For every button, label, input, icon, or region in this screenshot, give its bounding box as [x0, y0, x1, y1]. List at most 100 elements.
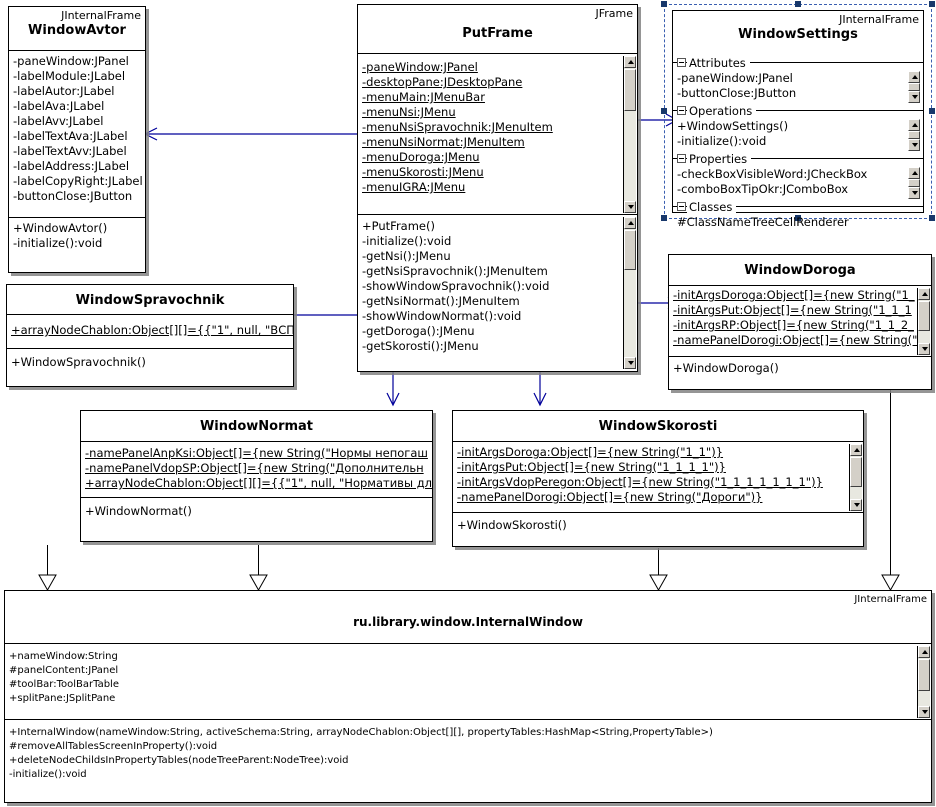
class-box-put-frame[interactable]: JFrame PutFrame -paneWindow:JPanel -desk…	[357, 4, 638, 372]
attribute-row: -desktopPane:JDesktopPane	[362, 75, 523, 89]
scrollbar-thumb[interactable]	[918, 659, 930, 691]
class-header-window-settings: JInternalFrame WindowSettings	[673, 11, 923, 55]
collapse-toggle-icon[interactable]	[677, 106, 686, 115]
class-header-window-skorosti: WindowSkorosti	[453, 411, 863, 442]
attributes-scrollbar-internal-window[interactable]	[917, 646, 930, 718]
attribute-row: -menuIGRA:JMenu	[362, 180, 466, 194]
group-label: Operations	[687, 103, 757, 119]
scroll-down-icon[interactable]	[624, 201, 636, 213]
dep-arrow-avtor	[143, 127, 158, 141]
group-header-classes[interactable]: Classes	[673, 199, 923, 215]
operation-row: -showWindowNormat():void	[362, 309, 522, 323]
scroll-up-icon[interactable]	[850, 444, 862, 456]
operation-row: -getDoroga():JMenu	[362, 324, 475, 338]
operation-row: #removeAllTablesScreenInProperty():void	[9, 741, 218, 752]
class-box-internal-window[interactable]: JInternalFrame ru.library.window.Interna…	[4, 590, 932, 803]
scroll-up-icon[interactable]	[908, 167, 920, 179]
attributes-scrollbar-window-doroga[interactable]	[917, 288, 930, 355]
scrollbar-thumb[interactable]	[908, 131, 920, 139]
class-box-window-avtor[interactable]: JInternalFrame WindowAvtor -paneWindow:J…	[8, 6, 146, 273]
class-box-window-settings[interactable]: JInternalFrame WindowSettings Attributes…	[672, 10, 924, 229]
attribute-row: -initArgsRP:Object[]={new String("1_1_2_	[673, 318, 914, 332]
class-box-window-doroga[interactable]: WindowDoroga -initArgsDoroga:Object[]={n…	[668, 254, 932, 390]
group-header-operations[interactable]: Operations	[673, 103, 923, 119]
attribute-row: -menuSkorosti:JMenu	[362, 165, 484, 179]
operation-row: -initialize():void	[677, 134, 767, 148]
scrollbar-thumb[interactable]	[908, 83, 920, 91]
attribute-row: -menuNsi:JMenu	[362, 105, 456, 119]
class-name-label: WindowSettings	[738, 27, 858, 42]
attributes-scrollbar-put-frame[interactable]	[623, 56, 636, 213]
selection-handle-w[interactable]	[661, 108, 667, 114]
scroll-down-icon[interactable]	[918, 343, 930, 355]
attribute-row: -menuDoroga:JMenu	[362, 150, 480, 164]
operation-row: -initialize():void	[362, 234, 452, 248]
scroll-up-icon[interactable]	[918, 646, 930, 658]
class-box-window-skorosti[interactable]: WindowSkorosti -initArgsDoroga:Object[]=…	[452, 410, 864, 547]
classes-compartment-window-settings: #ClassNameTreeCellRenderer	[673, 215, 923, 233]
operation-row: +WindowNormat()	[85, 504, 192, 518]
attributes-compartment-window-doroga: -initArgsDoroga:Object[]={new String("1_…	[669, 286, 931, 357]
operation-row: +WindowAvtor()	[13, 221, 108, 235]
operations-scrollbar-put-frame[interactable]	[623, 217, 636, 369]
scroll-up-icon[interactable]	[918, 288, 930, 300]
operation-row: +WindowDoroga()	[673, 361, 779, 375]
attribute-row: -labelAvv:JLabel	[13, 114, 104, 128]
class-box-window-normat[interactable]: WindowNormat -namePanelAnpKsi:Object[]={…	[80, 410, 433, 542]
scroll-down-icon[interactable]	[624, 357, 636, 369]
scrollbar-thumb[interactable]	[850, 457, 862, 487]
attribute-row: -namePanelAnpKsi:Object[]={new String("Н…	[85, 446, 428, 460]
attribute-row: -namePanelDorogi:Object[]={new String("Д…	[457, 490, 763, 504]
selection-handle-s[interactable]	[795, 215, 801, 221]
attributes-compartment-window-avtor: -paneWindow:JPanel -labelModule:JLabel -…	[9, 51, 145, 218]
generalization-line-doroga	[890, 390, 891, 575]
class-header-window-doroga: WindowDoroga	[669, 255, 931, 286]
class-name-label: WindowNormat	[199, 419, 314, 434]
property-row: -checkBoxVisibleWord:JCheckBox	[677, 167, 868, 181]
scrollbar-thumb[interactable]	[624, 69, 636, 111]
scroll-down-icon[interactable]	[908, 139, 920, 151]
scroll-up-icon[interactable]	[624, 56, 636, 68]
attributes-compartment-window-normat: -namePanelAnpKsi:Object[]={new String("Н…	[81, 442, 432, 498]
operations-compartment-window-settings: +WindowSettings() -initialize():void	[673, 119, 923, 151]
scroll-up-icon[interactable]	[908, 71, 920, 83]
group-header-attributes[interactable]: Attributes	[673, 55, 923, 71]
group-header-properties[interactable]: Properties	[673, 151, 923, 167]
operations-scrollbar-window-settings[interactable]	[908, 119, 921, 151]
scroll-down-icon[interactable]	[908, 91, 920, 103]
selection-handle-ne[interactable]	[929, 1, 935, 7]
properties-scrollbar-window-settings[interactable]	[908, 167, 921, 199]
selection-handle-nw[interactable]	[661, 1, 667, 7]
attribute-row: -namePanelDorogi:Object[]={new String("	[673, 333, 918, 347]
class-box-window-spravochnik[interactable]: WindowSpravochnik +arrayNodeChablon:Obje…	[6, 284, 294, 387]
scroll-down-icon[interactable]	[908, 187, 920, 199]
class-name-label: WindowAvtor	[28, 23, 126, 38]
selection-handle-n[interactable]	[795, 1, 801, 7]
attributes-scrollbar-window-settings[interactable]	[908, 71, 921, 103]
class-header-internal-window: JInternalFrame ru.library.window.Interna…	[5, 591, 931, 644]
scrollbar-thumb[interactable]	[624, 230, 636, 270]
selection-handle-e[interactable]	[929, 108, 935, 114]
attribute-row: -initArgsDoroga:Object[]={new String("1_…	[457, 445, 724, 459]
scroll-down-icon[interactable]	[918, 706, 930, 718]
property-row: -comboBoxTipOkr:JComboBox	[677, 182, 849, 196]
scrollbar-thumb[interactable]	[908, 179, 920, 187]
operation-row: -initialize():void	[13, 236, 103, 250]
attribute-row: -labelAva:JLabel	[13, 99, 105, 113]
scroll-up-icon[interactable]	[624, 217, 636, 229]
scrollbar-thumb[interactable]	[918, 301, 930, 331]
collapse-toggle-icon[interactable]	[677, 202, 686, 211]
attribute-row: +splitPane:JSplitPane	[9, 693, 116, 704]
attribute-row: -initArgsDoroga:Object[]={new String("1_	[673, 288, 915, 302]
collapse-toggle-icon[interactable]	[677, 58, 686, 67]
operations-compartment-window-skorosti: +WindowSkorosti()	[453, 513, 863, 546]
selection-handle-sw[interactable]	[661, 215, 667, 221]
collapse-toggle-icon[interactable]	[677, 154, 686, 163]
stereotype-label: JInternalFrame	[61, 9, 141, 22]
selection-handle-se[interactable]	[929, 215, 935, 221]
attribute-row: -labelAutor:JLabel	[13, 84, 115, 98]
attribute-row: -namePanelVdopSP:Object[]={new String("Д…	[85, 461, 424, 475]
scroll-down-icon[interactable]	[850, 499, 862, 511]
scroll-up-icon[interactable]	[908, 119, 920, 131]
attributes-scrollbar-window-skorosti[interactable]	[849, 444, 862, 511]
